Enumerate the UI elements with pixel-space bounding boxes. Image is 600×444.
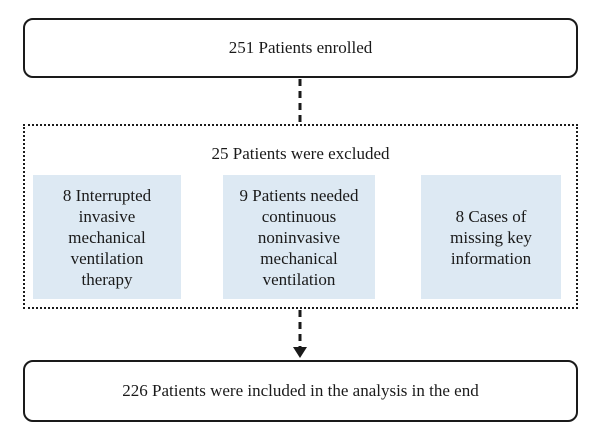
included-label: 226 Patients were included in the analys… bbox=[122, 381, 479, 400]
exclusion-box-missing-information: 8 Cases of missing key information bbox=[421, 175, 561, 299]
enrolled-label: 251 Patients enrolled bbox=[228, 38, 373, 57]
exclusion-label: 8 Cases of missing key information bbox=[450, 206, 532, 268]
arrowhead-icon bbox=[293, 347, 307, 358]
excluded-group: 25 Patients were excluded 8 Interrupted … bbox=[23, 124, 578, 309]
enrolled-box: 251 Patients enrolled bbox=[23, 18, 578, 78]
exclusion-label: 9 Patients needed continuous noninvasive… bbox=[239, 185, 359, 289]
excluded-title: 25 Patients were excluded bbox=[211, 144, 390, 163]
exclusion-box-noninvasive-ventilation: 9 Patients needed continuous noninvasive… bbox=[223, 175, 375, 299]
included-box: 226 Patients were included in the analys… bbox=[23, 360, 578, 422]
exclusion-box-interrupted-ventilation: 8 Interrupted invasive mechanical ventil… bbox=[33, 175, 181, 299]
exclusion-label: 8 Interrupted invasive mechanical ventil… bbox=[62, 185, 152, 289]
